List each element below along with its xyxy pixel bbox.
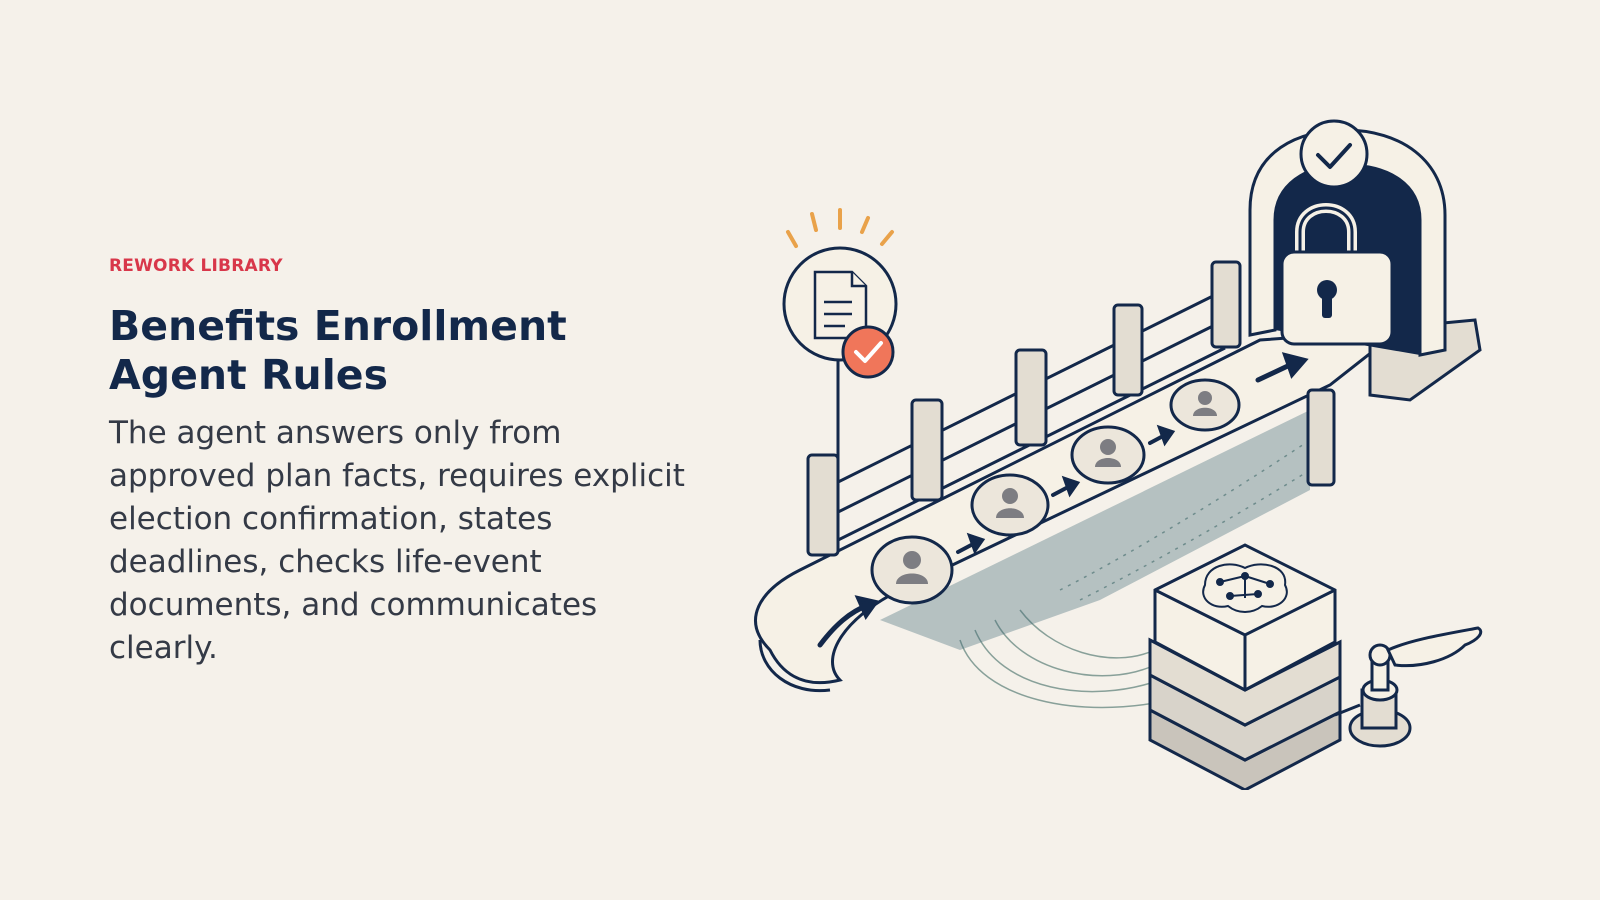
- user-step-3: [1070, 425, 1146, 485]
- secure-gate: [1248, 119, 1482, 402]
- user-icon: [1100, 439, 1116, 455]
- text-block: REWORK LIBRARY Benefits Enrollment Agent…: [109, 256, 709, 670]
- enrollment-pathway-illustration: [754, 119, 1483, 790]
- walkway-shadow: [880, 410, 1310, 650]
- railing-posts: [806, 260, 1336, 557]
- eyebrow-label: REWORK LIBRARY: [109, 256, 283, 276]
- user-icon: [1198, 391, 1212, 405]
- user-step-1: [870, 535, 954, 605]
- padlock-icon: [1280, 203, 1394, 346]
- brain-network-icon: [1202, 563, 1288, 613]
- robot-hand-icon: [1334, 626, 1483, 748]
- user-step-4: [1169, 378, 1241, 432]
- spark-lines: [786, 208, 894, 248]
- arrow-icon: [817, 352, 1309, 648]
- check-badge-icon: [841, 325, 895, 379]
- page-title: Benefits Enrollment Agent Rules: [109, 302, 567, 399]
- document-icon: [813, 270, 868, 340]
- walkway: [754, 328, 1405, 685]
- gate-check-icon: [1299, 119, 1369, 189]
- document-badge: [782, 208, 898, 465]
- data-flow-lines: [959, 439, 1311, 709]
- user-icon: [903, 551, 921, 569]
- user-step-2: [970, 473, 1050, 537]
- user-icon: [1002, 488, 1018, 504]
- description: The agent answers only from approved pla…: [109, 415, 685, 666]
